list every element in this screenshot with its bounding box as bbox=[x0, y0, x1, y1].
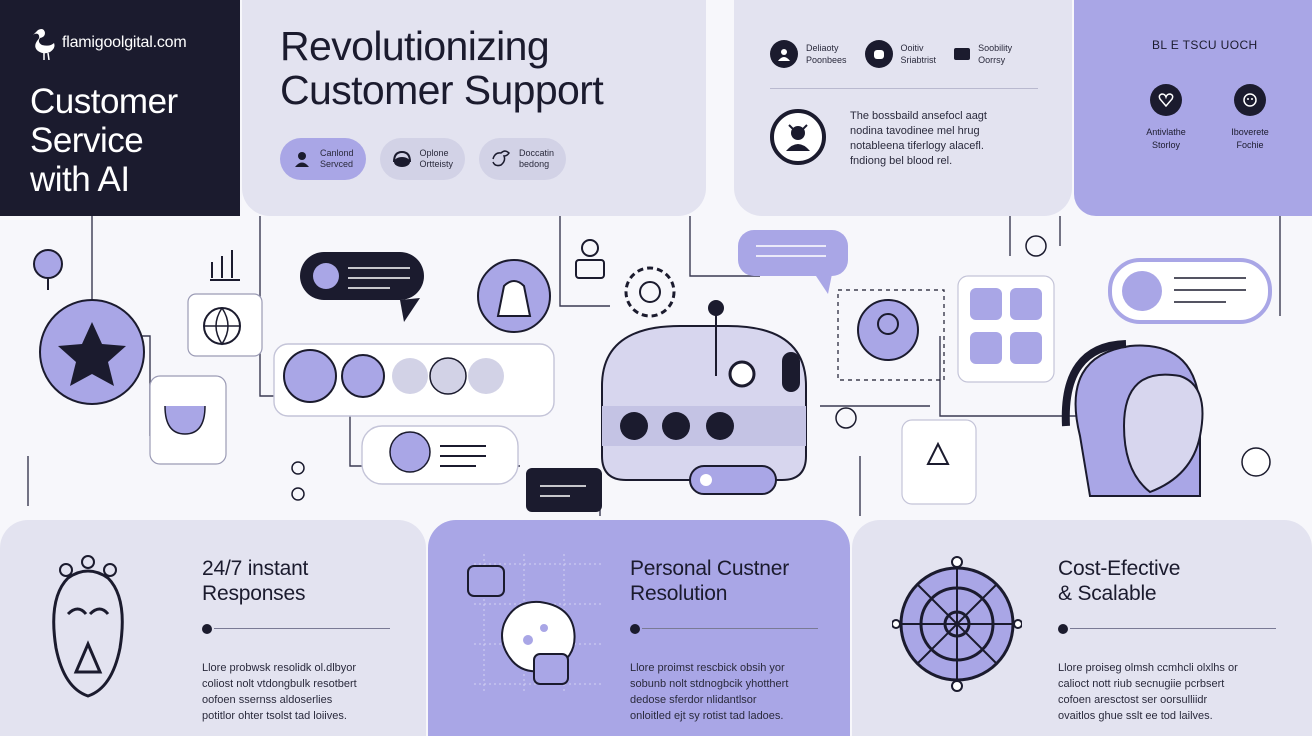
avatar-row-icons bbox=[283, 349, 504, 403]
brand-logo-row: flamigoolgital.com bbox=[30, 26, 240, 60]
brand-panel: flamigoolgital.com Customer Service with… bbox=[0, 0, 240, 216]
divider-line bbox=[214, 628, 390, 629]
network-sphere-icon bbox=[892, 556, 1022, 692]
heart-chat-icon bbox=[1150, 84, 1182, 116]
bullet-dot bbox=[1058, 624, 1068, 634]
robot-face-icon bbox=[1234, 84, 1266, 116]
ai-support-illustration bbox=[27, 216, 1281, 516]
lavender-chat-bubble-icon bbox=[738, 230, 848, 294]
info-body: The bossbaild ansefocl aagt nodina tavod… bbox=[770, 109, 1072, 169]
star-badge-icon bbox=[39, 299, 145, 405]
headset-person-icon bbox=[1061, 340, 1204, 497]
headline-line: Customer Support bbox=[280, 67, 604, 113]
chart-icon bbox=[210, 250, 240, 281]
face-icon bbox=[770, 40, 798, 68]
badges-heading: BL E TSCU UOCH bbox=[1152, 38, 1258, 52]
flamingo-logo-icon bbox=[33, 29, 55, 60]
hero-line: Customer bbox=[30, 82, 178, 121]
person-icon bbox=[290, 147, 314, 171]
divider-line bbox=[1070, 628, 1276, 629]
headline-card: Revolutionizing Customer Support Canlond… bbox=[242, 0, 706, 216]
bullet-dot bbox=[202, 624, 212, 634]
info-paragraph: The bossbaild ansefocl aagt nodina tavod… bbox=[850, 110, 987, 167]
tree-icon bbox=[33, 249, 63, 290]
headline-title: Revolutionizing Customer Support bbox=[280, 24, 706, 112]
gear-icon bbox=[624, 266, 676, 318]
agent-avatar-icon bbox=[770, 109, 826, 165]
chat-bird-icon bbox=[489, 147, 513, 171]
robot-head-icon bbox=[52, 555, 124, 698]
person-desk-icon bbox=[575, 239, 605, 279]
bot-icon bbox=[864, 40, 893, 68]
camera-icon bbox=[954, 48, 971, 60]
hero-line: with AI bbox=[30, 160, 130, 199]
divider-line bbox=[642, 628, 818, 629]
hero-title: Customer Service with AI bbox=[30, 82, 240, 199]
robot-circle-icon bbox=[477, 259, 551, 333]
headline-line: Revolutionizing bbox=[280, 23, 550, 69]
divider bbox=[770, 88, 1038, 89]
puzzle-network-icon bbox=[467, 554, 604, 694]
central-robot-icon bbox=[601, 300, 807, 495]
hero-line: Service bbox=[30, 121, 144, 160]
bullet-dot bbox=[630, 624, 640, 634]
card-title: Cost-Efective& Scalable bbox=[1058, 557, 1181, 605]
headset-icon bbox=[390, 147, 414, 171]
card-cost-effective: Cost-Efective& Scalable Llore proiseg ol… bbox=[852, 520, 1312, 736]
globe-icon bbox=[203, 307, 241, 346]
chat-bubble-icon bbox=[300, 252, 424, 322]
brand-domain[interactable]: flamigoolgital.com bbox=[62, 34, 187, 51]
